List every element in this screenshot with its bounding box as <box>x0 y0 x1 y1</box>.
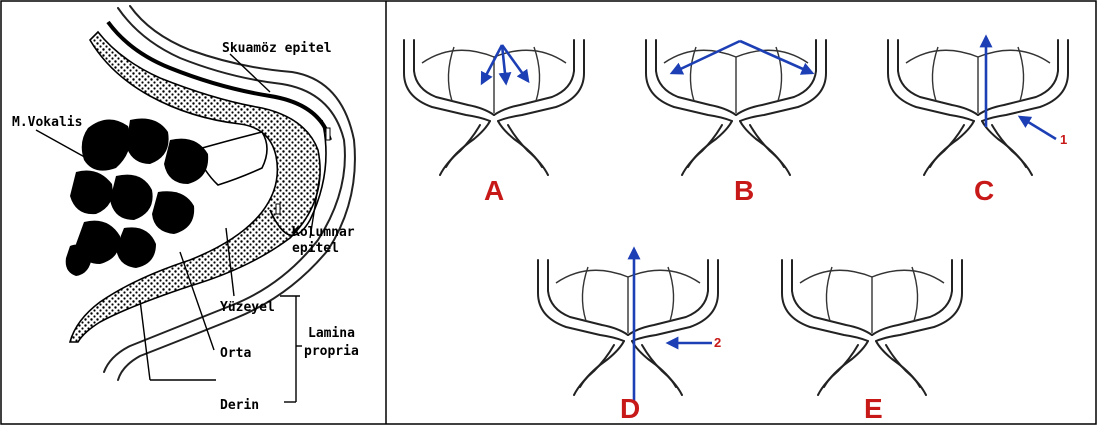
panel-letter-c: C <box>974 175 994 206</box>
vocalis-muscle <box>66 119 208 277</box>
label-squamous: Skuamöz epitel <box>222 41 332 56</box>
panel-a <box>404 40 584 175</box>
columnar-cell-2 <box>276 204 280 214</box>
panel-c <box>888 37 1068 175</box>
vocal-fold-histology: Skuamöz epitel M.Vokalis Kolumnar epitel… <box>12 6 359 413</box>
marker-1: 1 <box>1060 132 1067 147</box>
panel-d <box>538 249 718 401</box>
panel-letter-e: E <box>864 393 883 424</box>
columnar-cell-1 <box>326 128 330 140</box>
panel-e <box>782 260 962 395</box>
label-superficial: Yüzeyel <box>220 300 275 315</box>
panel-letter-a: A <box>484 175 504 206</box>
label-propria: propria <box>304 344 359 359</box>
panel-letter-d: D <box>620 393 640 424</box>
label-columnar-2: epitel <box>292 241 339 256</box>
label-intermediate: Orta <box>220 346 251 361</box>
label-columnar-1: Kolumnar <box>292 225 355 240</box>
panel-b <box>646 40 826 175</box>
label-vocalis: M.Vokalis <box>12 115 82 130</box>
label-deep: Derin <box>220 398 259 413</box>
panel-letter-b: B <box>734 175 754 206</box>
label-lamina: Lamina <box>308 326 355 341</box>
marker-2: 2 <box>714 335 721 350</box>
